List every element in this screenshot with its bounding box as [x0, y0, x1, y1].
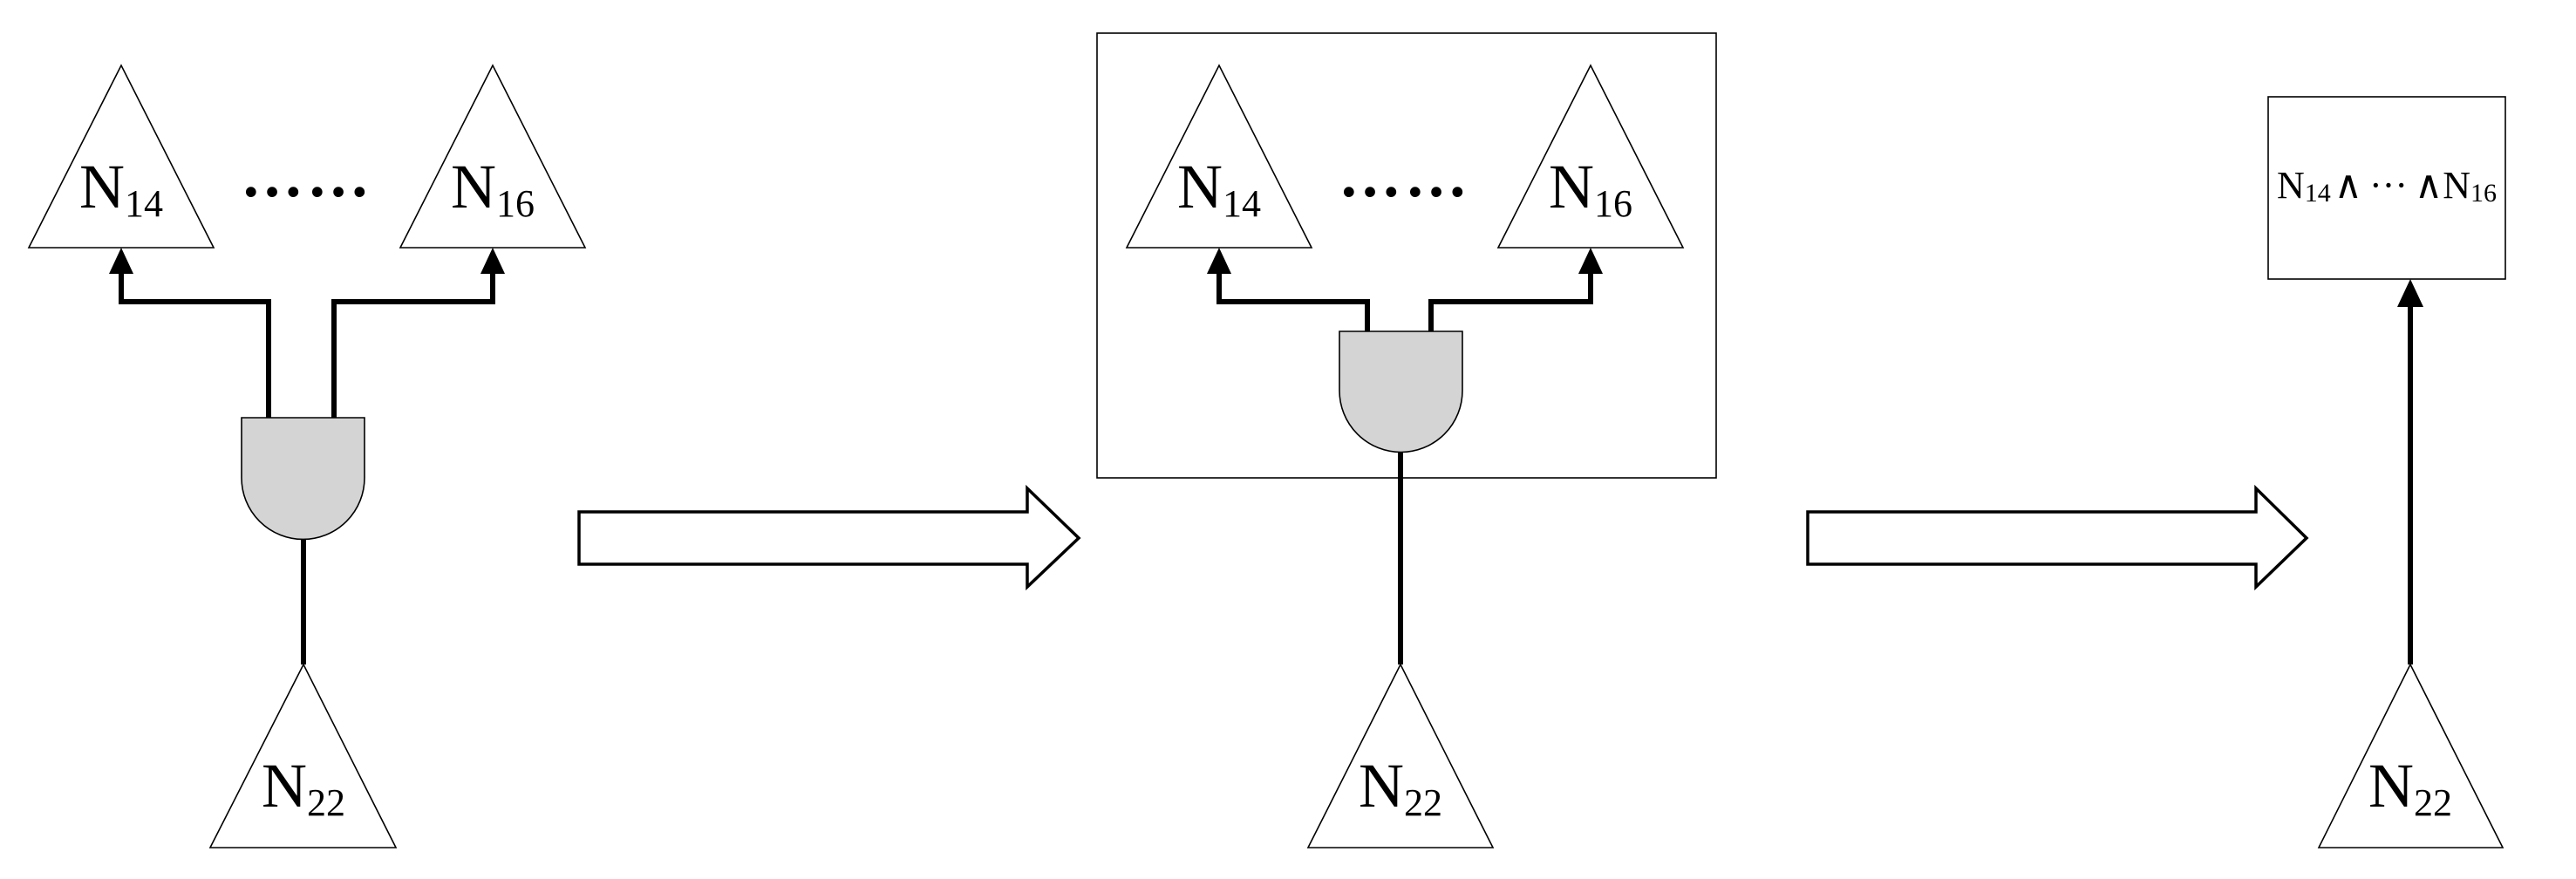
node-n14-stage1: N14: [27, 64, 215, 249]
triangle-shape: [1306, 663, 1495, 848]
wire-left: [119, 269, 271, 419]
arrowhead: [109, 248, 133, 274]
ellipsis: ……: [1339, 140, 1471, 210]
wire-left: [1216, 269, 1370, 333]
triangle-shape: [2317, 663, 2504, 848]
and-gate: [1339, 330, 1463, 453]
merged-node-box: [2267, 96, 2506, 280]
stage-2: N14 …… N16 N22: [1096, 32, 1717, 848]
node-label: N16: [451, 152, 535, 225]
node-n16-stage2: N16: [1496, 64, 1685, 249]
node-label: N22: [262, 751, 345, 824]
ellipsis: ……: [241, 140, 373, 210]
merged-expression: N14∧···∧N16: [2277, 164, 2497, 208]
node-n22-stage3: N22: [2317, 663, 2504, 848]
node-n14-stage2: N14: [1125, 64, 1313, 249]
node-n16-stage1: N16: [399, 64, 587, 249]
node-label: N16: [1549, 152, 1632, 225]
arrowhead: [1578, 248, 1603, 274]
node-n22-stage2: N22: [1306, 663, 1495, 848]
node-label: N14: [79, 152, 163, 225]
node-label: N22: [2368, 751, 2452, 824]
transform-arrow-1: [577, 484, 1081, 591]
arrowhead: [480, 248, 505, 274]
node-n22-stage1: N22: [208, 663, 398, 848]
node-label: N14: [1177, 152, 1261, 225]
triangle-shape: [208, 663, 398, 848]
wire-right: [1428, 269, 1593, 333]
arrowhead: [1207, 248, 1231, 274]
and-gate: [241, 417, 365, 541]
grouping-frame: [1096, 32, 1717, 479]
stage-1: N14 …… N16 N22: [27, 64, 587, 848]
node-label: N22: [1359, 751, 1442, 824]
arrowhead: [2397, 279, 2423, 307]
wire-right: [331, 269, 495, 419]
transform-arrow-2: [1806, 484, 2309, 591]
stage-3: N14∧···∧N16 N22: [2267, 96, 2506, 848]
